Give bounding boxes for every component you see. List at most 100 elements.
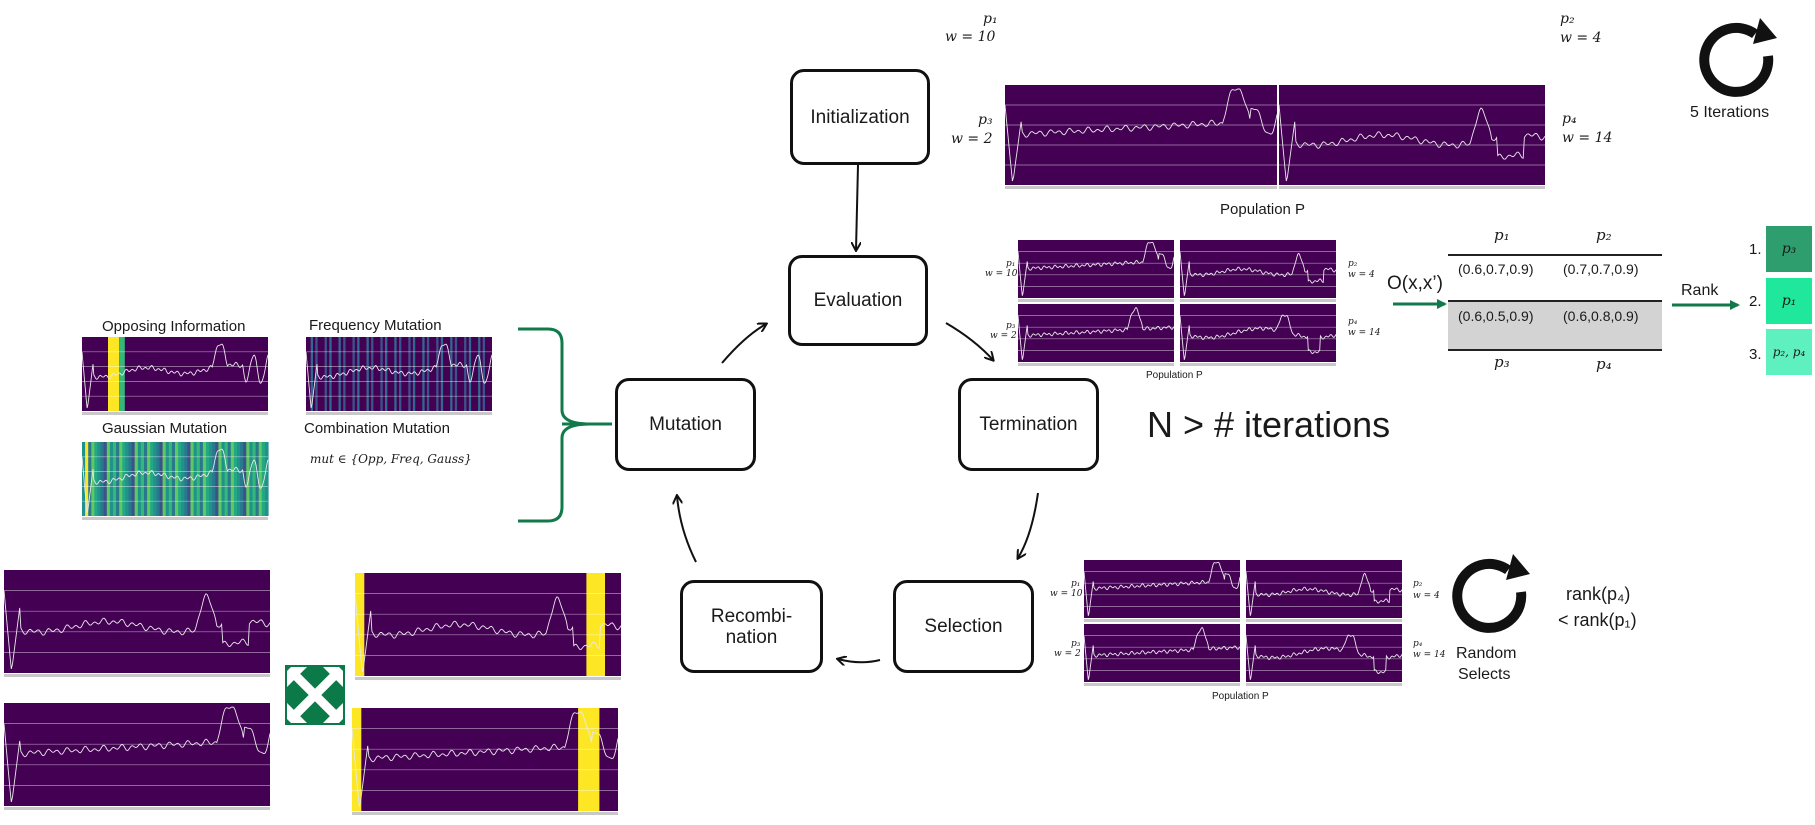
iterations-label: 5 Iterations [1690, 104, 1770, 121]
plot-band [586, 573, 605, 676]
plot-band [209, 442, 213, 516]
random-label: Random [1456, 645, 1517, 662]
plot-background [352, 708, 618, 811]
plot-band [215, 442, 219, 516]
rank-label: Rank [1681, 282, 1719, 299]
plot-band [131, 442, 136, 516]
plot-ticks [1084, 683, 1240, 686]
plot-band [178, 442, 182, 516]
plot-band [94, 442, 99, 516]
top-p2-label: p₂ [1560, 11, 1575, 27]
plot-band [352, 708, 362, 811]
initialization-label: Initialization [810, 106, 910, 128]
plot-band [119, 337, 125, 411]
sel-plot-3 [1084, 624, 1246, 688]
plot-band [144, 442, 148, 516]
top-w1-label: w = 10 [945, 29, 996, 45]
table-cell-r2c2: (0.6,0.8,0.9) [1563, 308, 1639, 324]
plot-band [355, 573, 365, 676]
eval-plot-1 [1018, 240, 1180, 304]
plot-band [224, 442, 229, 516]
plot-ticks [1180, 363, 1336, 366]
eval-w4-label: w = 14 [1348, 328, 1381, 338]
plot-band [258, 442, 263, 516]
plot-band [315, 337, 318, 411]
top-w2-label: w = 4 [1560, 30, 1602, 46]
rank-box-3-label: p₂, p₄ [1772, 345, 1806, 359]
signal-line [1084, 561, 1241, 616]
plot-band [252, 442, 257, 516]
eval-w2-label: w = 4 [1348, 270, 1375, 280]
rank-box-1: p₃ [1766, 226, 1812, 272]
rank-box-1-label: p₃ [1781, 241, 1797, 257]
plot-ticks [355, 677, 621, 680]
plot-band [450, 337, 453, 411]
gaussian-mutation-title: Gaussian Mutation [102, 420, 228, 437]
plot-band [103, 442, 108, 516]
plot-band [199, 442, 204, 516]
plot-band [184, 442, 188, 516]
plot-background [355, 573, 621, 676]
plot-ticks [4, 674, 270, 677]
plot-ticks [1246, 683, 1402, 686]
child-plot-1 [355, 573, 627, 682]
initialization-step: Initialization [790, 69, 930, 165]
signal-line [352, 711, 619, 808]
table-col-header-2: p₂ [1596, 226, 1612, 244]
top-p1-label: p₁ [983, 11, 998, 27]
plot-background [1279, 85, 1545, 185]
plot-band [156, 442, 161, 516]
plot-ticks [1084, 619, 1240, 622]
sel-w2-label: w = 4 [1413, 591, 1440, 601]
signal-line [1180, 314, 1337, 360]
termination-label: Termination [979, 414, 1078, 435]
signal-line [4, 706, 271, 803]
signal-line [306, 343, 493, 409]
sel-p3-label: p₃ [1071, 639, 1081, 649]
plot-band [206, 442, 210, 516]
plot-background [1084, 560, 1240, 618]
plot-band [399, 337, 402, 411]
recombination-label: Recombi- nation [710, 605, 793, 648]
termination-step: Termination [958, 378, 1099, 471]
frequency-mutation-plot [306, 337, 498, 417]
plot-band [202, 442, 207, 516]
plot-band [352, 337, 355, 411]
plot-band [454, 337, 458, 411]
plot-ticks [306, 412, 492, 415]
plot-band [91, 442, 95, 516]
plot-band [371, 337, 374, 411]
selection-step: Selection [893, 580, 1034, 673]
crossover-icon [285, 665, 345, 725]
plot-band [237, 442, 241, 516]
recombination-step: Recombi- nation [680, 580, 823, 673]
plot-background [1180, 304, 1336, 362]
gaussian-mutation-plot [82, 442, 274, 522]
plot-background [1018, 304, 1174, 362]
signal-line [1084, 627, 1241, 680]
plot-band [233, 442, 238, 516]
sel-plot-4 [1246, 624, 1408, 688]
arrow-mut-eval [721, 324, 766, 364]
combination-mutation-title: Combination Mutation [304, 420, 450, 437]
plot-background [1018, 240, 1174, 298]
plot-band [85, 442, 89, 516]
plot-band [128, 442, 133, 516]
plot-background [1180, 240, 1336, 298]
eval-plot-3 [1018, 304, 1180, 368]
plot-band [385, 337, 388, 411]
mutation-step: Mutation [615, 378, 756, 471]
objective-label: O(x,x’) [1387, 273, 1443, 294]
plot-background [4, 703, 270, 806]
plot-band [255, 442, 260, 516]
plot-band [329, 337, 332, 411]
plot-ticks [1018, 299, 1174, 302]
mutation-label: Mutation [649, 414, 722, 435]
arrow-rec-mut [677, 496, 697, 563]
plot-band [227, 442, 232, 516]
plot-band [310, 337, 313, 411]
opposing-info-title: Opposing Information [102, 318, 246, 335]
rank-compare-line2: < rank(p₁) [1558, 610, 1637, 630]
top-p3-label: p₃ [978, 112, 993, 128]
